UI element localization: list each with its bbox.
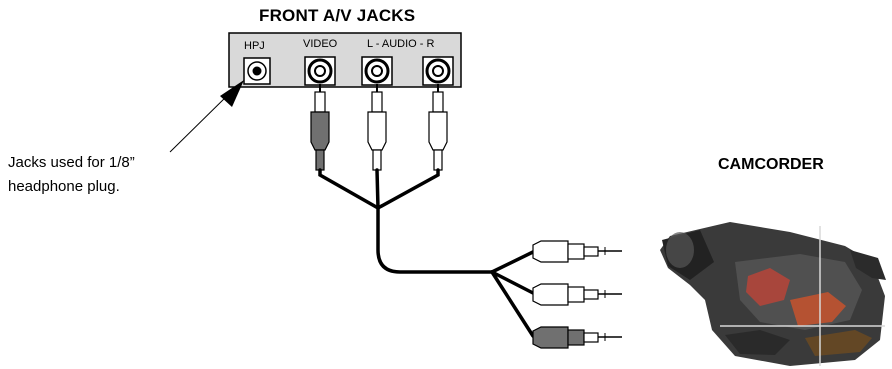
camcorder-image [660, 222, 886, 366]
camcorder-plug-1 [532, 240, 622, 263]
audio-left-plug [367, 84, 387, 171]
callout-text-line-2: headphone plug. [8, 178, 120, 195]
callout-text-line-1: Jacks used for 1/8” [8, 154, 135, 171]
cable-bundle [318, 168, 535, 338]
audio-jacks-label: L - AUDIO - R [367, 38, 435, 50]
video-jack [304, 56, 336, 86]
audio-right-jack [422, 56, 454, 86]
camcorder-plug-2 [532, 283, 622, 306]
camcorder-plug-3 [532, 326, 622, 349]
diagram-title: FRONT A/V JACKS [259, 6, 416, 25]
video-jack-label: VIDEO [303, 38, 338, 50]
hpj-jack [243, 57, 271, 85]
video-plug [310, 84, 330, 171]
camcorder-label: CAMCORDER [718, 156, 824, 173]
audio-right-plug [428, 84, 448, 171]
audio-left-jack [361, 56, 393, 86]
callout-arrow [169, 80, 244, 153]
hpj-jack-label: HPJ [244, 40, 265, 52]
